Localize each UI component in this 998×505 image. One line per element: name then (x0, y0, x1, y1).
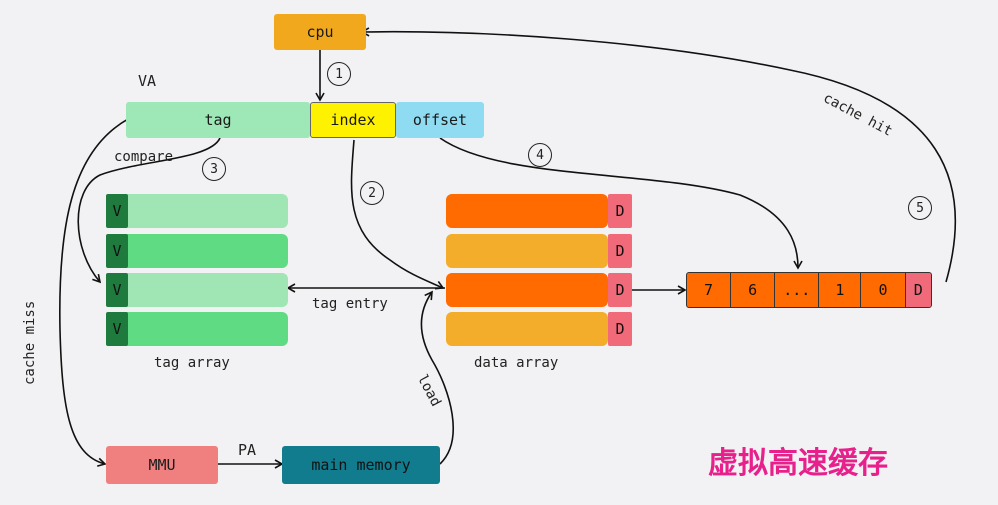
arrow-cache-miss (58, 117, 131, 467)
step-5-badge: 5 (908, 196, 932, 220)
cache-line-byte: 0 (861, 273, 906, 307)
step-3-badge: 3 (202, 157, 226, 181)
step-4-badge: 4 (528, 143, 552, 167)
mmu-box: MMU (106, 446, 218, 484)
cache-miss-label: cache miss (22, 300, 38, 385)
tag-array-row: V (106, 312, 288, 346)
main-memory-box: main memory (282, 446, 440, 484)
data-array-row (446, 312, 608, 346)
compare-label: compare (114, 149, 174, 165)
dirty-bit: D (608, 234, 632, 268)
tag-array: V V V V (106, 194, 288, 350)
cache-line-byte: 7 (687, 273, 732, 307)
tag-field: tag (126, 102, 310, 138)
dirty-bit: D (608, 273, 632, 307)
cache-line-byte: 6 (731, 273, 776, 307)
step-2-badge: 2 (360, 181, 384, 205)
tag-array-row: V (106, 194, 288, 228)
tag-array-label: tag array (154, 355, 230, 371)
cache-line-byte: 1 (819, 273, 862, 307)
valid-bit: V (106, 234, 128, 268)
data-array-row (446, 273, 608, 307)
cache-line-byte: ... (775, 273, 820, 307)
arrow-compare (77, 137, 221, 284)
cpu-box: cpu (274, 14, 366, 50)
arrow-load (420, 290, 454, 465)
arrow-cache-hit (360, 27, 957, 283)
data-array-row (446, 234, 608, 268)
data-array-label: data array (474, 355, 559, 371)
va-label: VA (138, 72, 157, 90)
step-1-badge: 1 (327, 62, 351, 86)
cache-line-dirty-bit: D (905, 273, 931, 307)
offset-field: offset (396, 102, 484, 138)
slide-title: 虚拟高速缓存 (708, 446, 888, 481)
tag-array-row: V (106, 234, 288, 268)
data-array: D D D D (446, 194, 632, 350)
tag-entry-label: tag entry (312, 296, 388, 312)
arrow-index-to-data (350, 139, 445, 290)
tag-array-row: V (106, 273, 288, 307)
pa-label: PA (238, 441, 257, 459)
valid-bit: V (106, 194, 128, 228)
index-field: index (310, 102, 396, 138)
cache-line: 7 6 ... 1 0 D (686, 272, 932, 308)
valid-bit: V (106, 273, 128, 307)
dirty-bit: D (608, 194, 632, 228)
arrow-offset-to-line (439, 137, 803, 270)
dirty-bit: D (608, 312, 632, 346)
data-array-row (446, 194, 608, 228)
valid-bit: V (106, 312, 128, 346)
